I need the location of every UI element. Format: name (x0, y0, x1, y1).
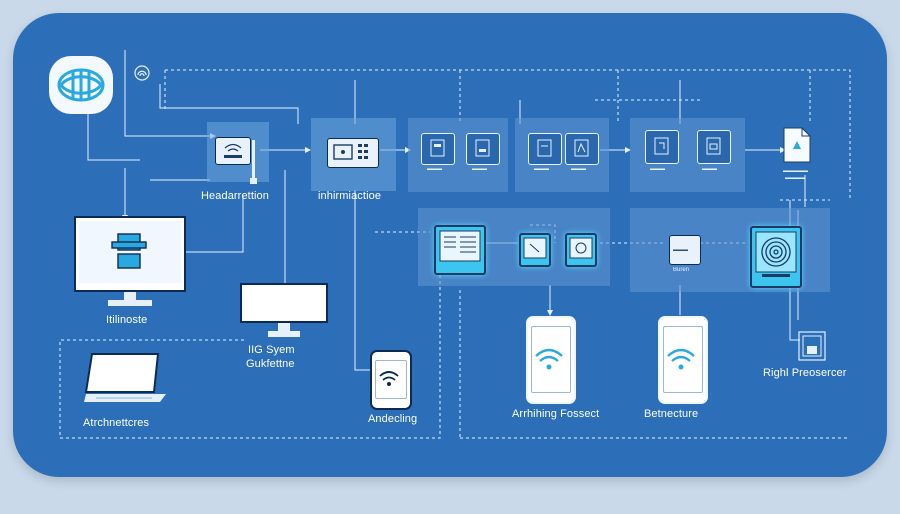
gauge-tile-2 (565, 233, 597, 267)
buren-tile: ▬▬▬ (669, 235, 701, 265)
sensor-tile-2 (466, 133, 500, 165)
label-monitor-mid-2: Gukfettne (246, 358, 295, 370)
wifi-icon (667, 348, 695, 370)
node-label-top-left: Headarrettion (201, 190, 269, 202)
sensor-tile-6 (697, 130, 731, 164)
monitor-icon (74, 216, 186, 306)
gauge-tile-1 (519, 233, 551, 267)
tiny-label: ▬▬▬ (534, 166, 549, 172)
fingerprint-icon (133, 64, 151, 82)
label-phone-small: Andecling (368, 413, 418, 425)
controller-tile (327, 138, 379, 168)
wifi-icon (535, 348, 563, 370)
label-monitor-left: Itilinoste (106, 314, 148, 326)
label-phone-right: Betnecture (644, 408, 699, 420)
keypad-icon (333, 144, 368, 160)
label-laptop: Atrchnettcres (83, 417, 150, 429)
tiny-label: ▬▬▬ (472, 166, 487, 172)
monitor-left (74, 216, 186, 308)
node-label-top-mid: inhirmiactioe (318, 190, 382, 202)
wifi-icon (224, 143, 242, 158)
sensor-tile-3 (528, 133, 562, 165)
tiny-label: ▬▬▬ (427, 166, 442, 172)
buren-label: Buren (673, 267, 690, 273)
phone-right (658, 316, 708, 404)
antenna-icon (250, 140, 258, 184)
phone-screen (375, 360, 407, 399)
spiral-tile (750, 226, 802, 288)
document-icon (782, 127, 812, 163)
sensor-tile-5 (645, 130, 679, 164)
sensor-tile-4 (565, 133, 599, 165)
spiral-icon (755, 231, 797, 277)
phone-mid (526, 316, 576, 404)
dashboard-tile (434, 225, 486, 275)
phone-screen (531, 326, 571, 393)
brain-node (49, 56, 113, 114)
laptop-icon (84, 353, 166, 402)
label-right-node: Righl Preosercer (763, 367, 847, 379)
sensor-tile-1 (421, 133, 455, 165)
brain-icon (57, 68, 105, 102)
tiny-label: ▬▬▬ (571, 166, 586, 172)
tiny-label: ▬▬▬ (702, 166, 717, 172)
tiny-label: ▬▬▬▬ (785, 175, 805, 181)
wifi-router-tile (215, 137, 251, 165)
phone-small (370, 350, 412, 410)
laptop (82, 352, 168, 410)
tiny-label: ▬▬▬ (650, 166, 665, 172)
processor-device (795, 330, 829, 364)
tiny-label: ▬▬▬▬▬ (783, 168, 808, 174)
phone-screen (663, 326, 703, 393)
monitor-mid (240, 283, 328, 343)
label-monitor-mid-1: IIG Syem (248, 344, 295, 356)
wifi-icon (379, 371, 399, 386)
label-phone-mid: Arrhihing Fossect (512, 408, 600, 420)
monitor-icon (240, 283, 328, 337)
